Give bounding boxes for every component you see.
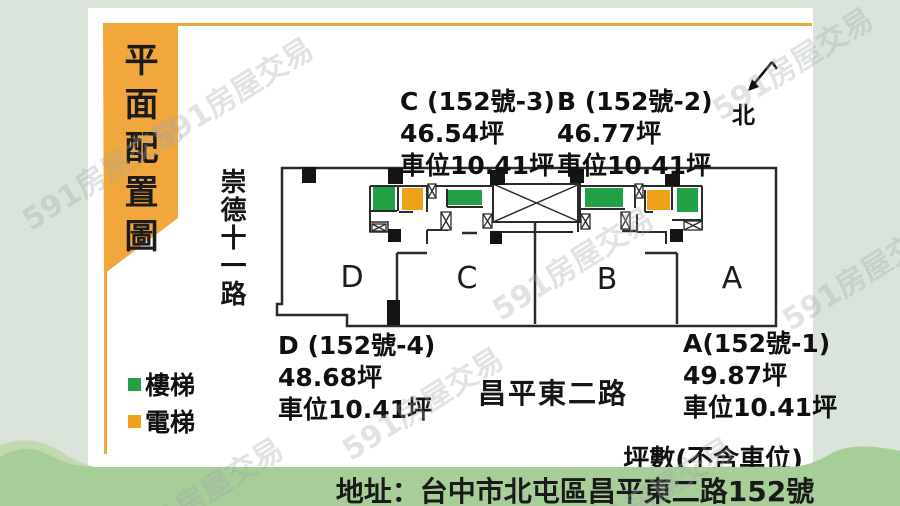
- unit-a-title: A(152號-1): [683, 329, 831, 358]
- address-line: 地址：台中市北屯區昌平東二路152號: [335, 475, 815, 506]
- plan-unit-letter-a: A: [721, 261, 743, 296]
- ribbon-shape: [103, 23, 178, 274]
- plan-unit-letter-c: C: [456, 261, 478, 296]
- unit-c-parking: 車位10.41坪: [400, 151, 555, 180]
- unit-d-label: D (152號-4) 48.68坪 車位10.41坪: [278, 330, 435, 426]
- stairs-unit-a: [677, 188, 698, 212]
- ribbon-banner: [103, 23, 178, 274]
- hatched-columns: [371, 183, 703, 232]
- unit-a-area: 49.87坪: [683, 361, 788, 390]
- unit-d-parking: 車位10.41坪: [278, 395, 433, 424]
- page-title: 平面配置圖: [118, 42, 158, 262]
- accent-top-line: [103, 23, 812, 26]
- street-name-left: 崇德十一路: [216, 168, 246, 308]
- legend-elevator: 電梯: [128, 403, 195, 439]
- north-label: 北: [732, 103, 755, 129]
- north-arrow-icon: [748, 61, 779, 91]
- elevator-right: [647, 190, 670, 210]
- unit-b-title: B (152號-2): [557, 87, 713, 116]
- unit-c-label: C (152號-3) 46.54坪 車位10.41坪: [400, 86, 555, 182]
- legend-elevator-label: 電梯: [145, 408, 196, 437]
- elevator-left: [402, 188, 423, 210]
- unit-c-title: C (152號-3): [400, 87, 555, 116]
- stairs-swatch-icon: [128, 377, 141, 391]
- column-markers: [302, 167, 683, 325]
- unit-divider-walls: [395, 222, 679, 324]
- stairs-unit-c: [448, 190, 482, 205]
- plan-unit-letter-b: B: [596, 262, 618, 297]
- unit-b-parking: 車位10.41坪: [557, 151, 712, 180]
- unit-b-area: 46.77坪: [557, 119, 662, 148]
- unit-a-label: A(152號-1) 49.87坪 車位10.41坪: [683, 328, 837, 424]
- unit-d-area: 48.68坪: [278, 363, 383, 392]
- stairs-unit-d: [373, 187, 395, 210]
- legend-stairs-label: 樓梯: [145, 371, 196, 400]
- unit-d-title: D (152號-4): [278, 331, 436, 360]
- lightwell-crossed-box: [492, 183, 581, 223]
- building-outline: [275, 166, 778, 328]
- legend-stairs: 樓梯: [128, 366, 195, 402]
- unit-a-parking: 車位10.41坪: [683, 393, 838, 422]
- unit-b-label: B (152號-2) 46.77坪 車位10.41坪: [557, 86, 713, 182]
- small-room: [369, 221, 389, 233]
- unit-c-area: 46.54坪: [400, 119, 505, 148]
- plan-unit-letter-d: D: [340, 260, 364, 295]
- content-panel: [88, 8, 813, 468]
- stairs-unit-b: [585, 188, 623, 207]
- elevator-swatch-icon: [128, 414, 141, 428]
- door-openings: [462, 229, 637, 235]
- street-name-bottom: 昌平東二路: [478, 377, 629, 410]
